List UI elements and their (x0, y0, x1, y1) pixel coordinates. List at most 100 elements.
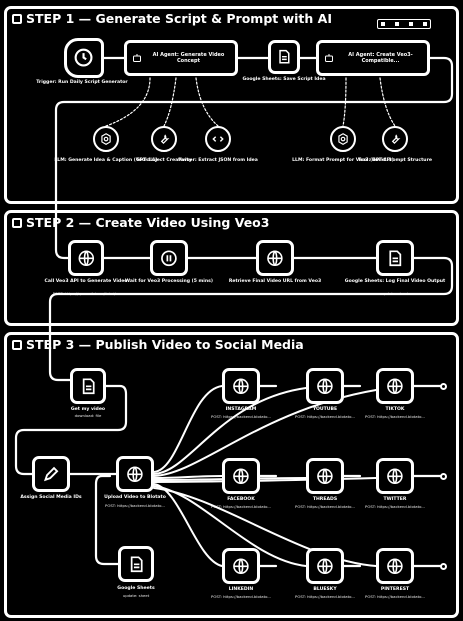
code-icon (212, 136, 224, 142)
globe-icon (267, 250, 283, 266)
globe-icon (233, 558, 249, 574)
linkedin-label: LINKEDIN (228, 587, 254, 592)
tool-build-node[interactable] (382, 126, 408, 152)
tiktok-output-handle[interactable] (440, 383, 447, 390)
step2-title: STEP 2 — Create Video Using Veo3 (26, 215, 270, 230)
upload-label: Upload Video to Blotato (104, 495, 166, 500)
tool-creativity-node[interactable] (151, 126, 177, 152)
save-sheets-label: Google Sheets: Save Script Idea (242, 77, 326, 82)
agent-concept-label: AI Agent: Generate Video Concept (152, 52, 225, 64)
step2-checkbox-icon (12, 218, 22, 228)
pinterest-output-handle[interactable] (440, 563, 447, 570)
get-video-label: Get my video (70, 407, 106, 412)
pause-icon (161, 250, 177, 266)
step3-checkbox-icon (12, 340, 22, 350)
globe-icon (317, 558, 333, 574)
wait-label: Wait for Veo3 Processing (5 mins) (125, 279, 213, 284)
step1-section (4, 6, 459, 204)
trigger-label: Trigger: Run Daily Script Generator (36, 80, 128, 85)
globe-icon (127, 466, 143, 482)
wrench-icon (391, 134, 401, 145)
pinterest-label: PINTEREST (380, 587, 410, 592)
step2-header: STEP 2 — Create Video Using Veo3 (12, 216, 269, 230)
globe-icon (78, 250, 94, 266)
sheet-icon (82, 378, 95, 394)
threads-label: THREADS (312, 497, 338, 502)
agent-prompt-label: AI Agent: Create Veo3-Compatible... (348, 52, 413, 64)
step1-header: STEP 1 — Generate Script & Prompt with A… (12, 12, 332, 26)
agent-prompt-node[interactable]: AI Agent: Create Veo3-Compatible... (316, 40, 430, 76)
call-veo3-node[interactable] (68, 240, 104, 276)
pencil-icon (44, 466, 59, 481)
linkedin-sublabel: POST: https://backend.blotato... (211, 594, 271, 599)
globe-icon (233, 378, 249, 394)
tiktok-label: TIKTOK (385, 407, 405, 412)
assign-ids-label: Assign Social Media IDs (20, 495, 82, 500)
youtube-sublabel: POST: https://backend.blotato... (295, 414, 355, 419)
log-sheets-label: Google Sheets: Log Final Video Output (344, 279, 446, 284)
globe-icon (387, 378, 403, 394)
agent-concept-node[interactable]: AI Agent: Generate Video Concept (124, 40, 238, 76)
twitter-node[interactable] (376, 458, 414, 494)
llm-format-label: LLM: Format Prompt for Veo3 (GPT-4.1) (292, 158, 394, 163)
retrieve-label: Retrieve Final Video URL from Veo3 (228, 279, 322, 284)
openai-icon (338, 133, 348, 145)
clock-icon (75, 49, 93, 67)
wrench-icon (160, 134, 170, 145)
step2-section (4, 210, 459, 326)
pinterest-sublabel: POST: https://backend.blotato... (365, 594, 425, 599)
assign-ids-node[interactable] (32, 456, 70, 492)
sheet-icon (389, 250, 402, 266)
call-veo3-label: Call Veo3 API to Generate Video (44, 279, 128, 284)
toolbar-more-icon[interactable] (423, 22, 427, 26)
get-video-sublabel: download: file (74, 413, 102, 418)
threads-node[interactable] (306, 458, 344, 494)
threads-sublabel: POST: https://backend.blotato... (295, 504, 355, 509)
step3-section (4, 332, 459, 618)
linkedin-node[interactable] (222, 548, 260, 584)
wait-node[interactable] (150, 240, 188, 276)
twitter-output-handle[interactable] (440, 473, 447, 480)
llm-format-node[interactable] (330, 126, 356, 152)
canvas-toolbar[interactable] (377, 19, 431, 29)
log-sheets-node[interactable] (376, 240, 414, 276)
globe-icon (387, 468, 403, 484)
facebook-node[interactable] (222, 458, 260, 494)
instagram-node[interactable] (222, 368, 260, 404)
google-sheets-node[interactable] (118, 546, 154, 582)
upload-sublabel: POST: https://backend.blotato... (105, 503, 165, 508)
upload-node[interactable] (116, 456, 154, 492)
globe-icon (317, 378, 333, 394)
trigger-node[interactable] (64, 38, 104, 78)
llm-generate-label: LLM: Generate Idea & Caption (GPT-4.1) (54, 158, 158, 163)
step1-title: STEP 1 — Generate Script & Prompt with A… (26, 11, 332, 26)
robot-icon (325, 54, 333, 62)
step3-title: STEP 3 — Publish Video to Social Media (26, 337, 304, 352)
tool-creativity-label: Tool: Inject Creativity (136, 158, 192, 163)
facebook-sublabel: POST: https://backend.blotato... (211, 504, 271, 509)
retrieve-node[interactable] (256, 240, 294, 276)
twitter-label: TWITTER (383, 497, 407, 502)
openai-icon (101, 133, 111, 145)
bluesky-node[interactable] (306, 548, 344, 584)
tiktok-node[interactable] (376, 368, 414, 404)
robot-icon (133, 54, 141, 62)
pinterest-node[interactable] (376, 548, 414, 584)
globe-icon (387, 558, 403, 574)
get-video-node[interactable] (70, 368, 106, 404)
toolbar-zoom-icon[interactable] (395, 22, 399, 26)
youtube-node[interactable] (306, 368, 344, 404)
instagram-label: INSTAGRAM (225, 407, 257, 412)
sheet-icon (130, 556, 143, 572)
youtube-label: YOUTUBE (312, 407, 338, 412)
save-sheets-node[interactable] (268, 40, 300, 74)
log-sheets-sublabel: update: sheet (381, 291, 409, 296)
parser-json-node[interactable] (205, 126, 231, 152)
globe-icon (233, 468, 249, 484)
call-veo3-sublabel: POST: https://queue.fal.run/fal-ai/... (52, 291, 120, 296)
step1-checkbox-icon (12, 14, 22, 24)
llm-generate-node[interactable] (93, 126, 119, 152)
toolbar-play-icon[interactable] (381, 22, 385, 26)
globe-icon (317, 468, 333, 484)
toolbar-fit-icon[interactable] (409, 22, 413, 26)
